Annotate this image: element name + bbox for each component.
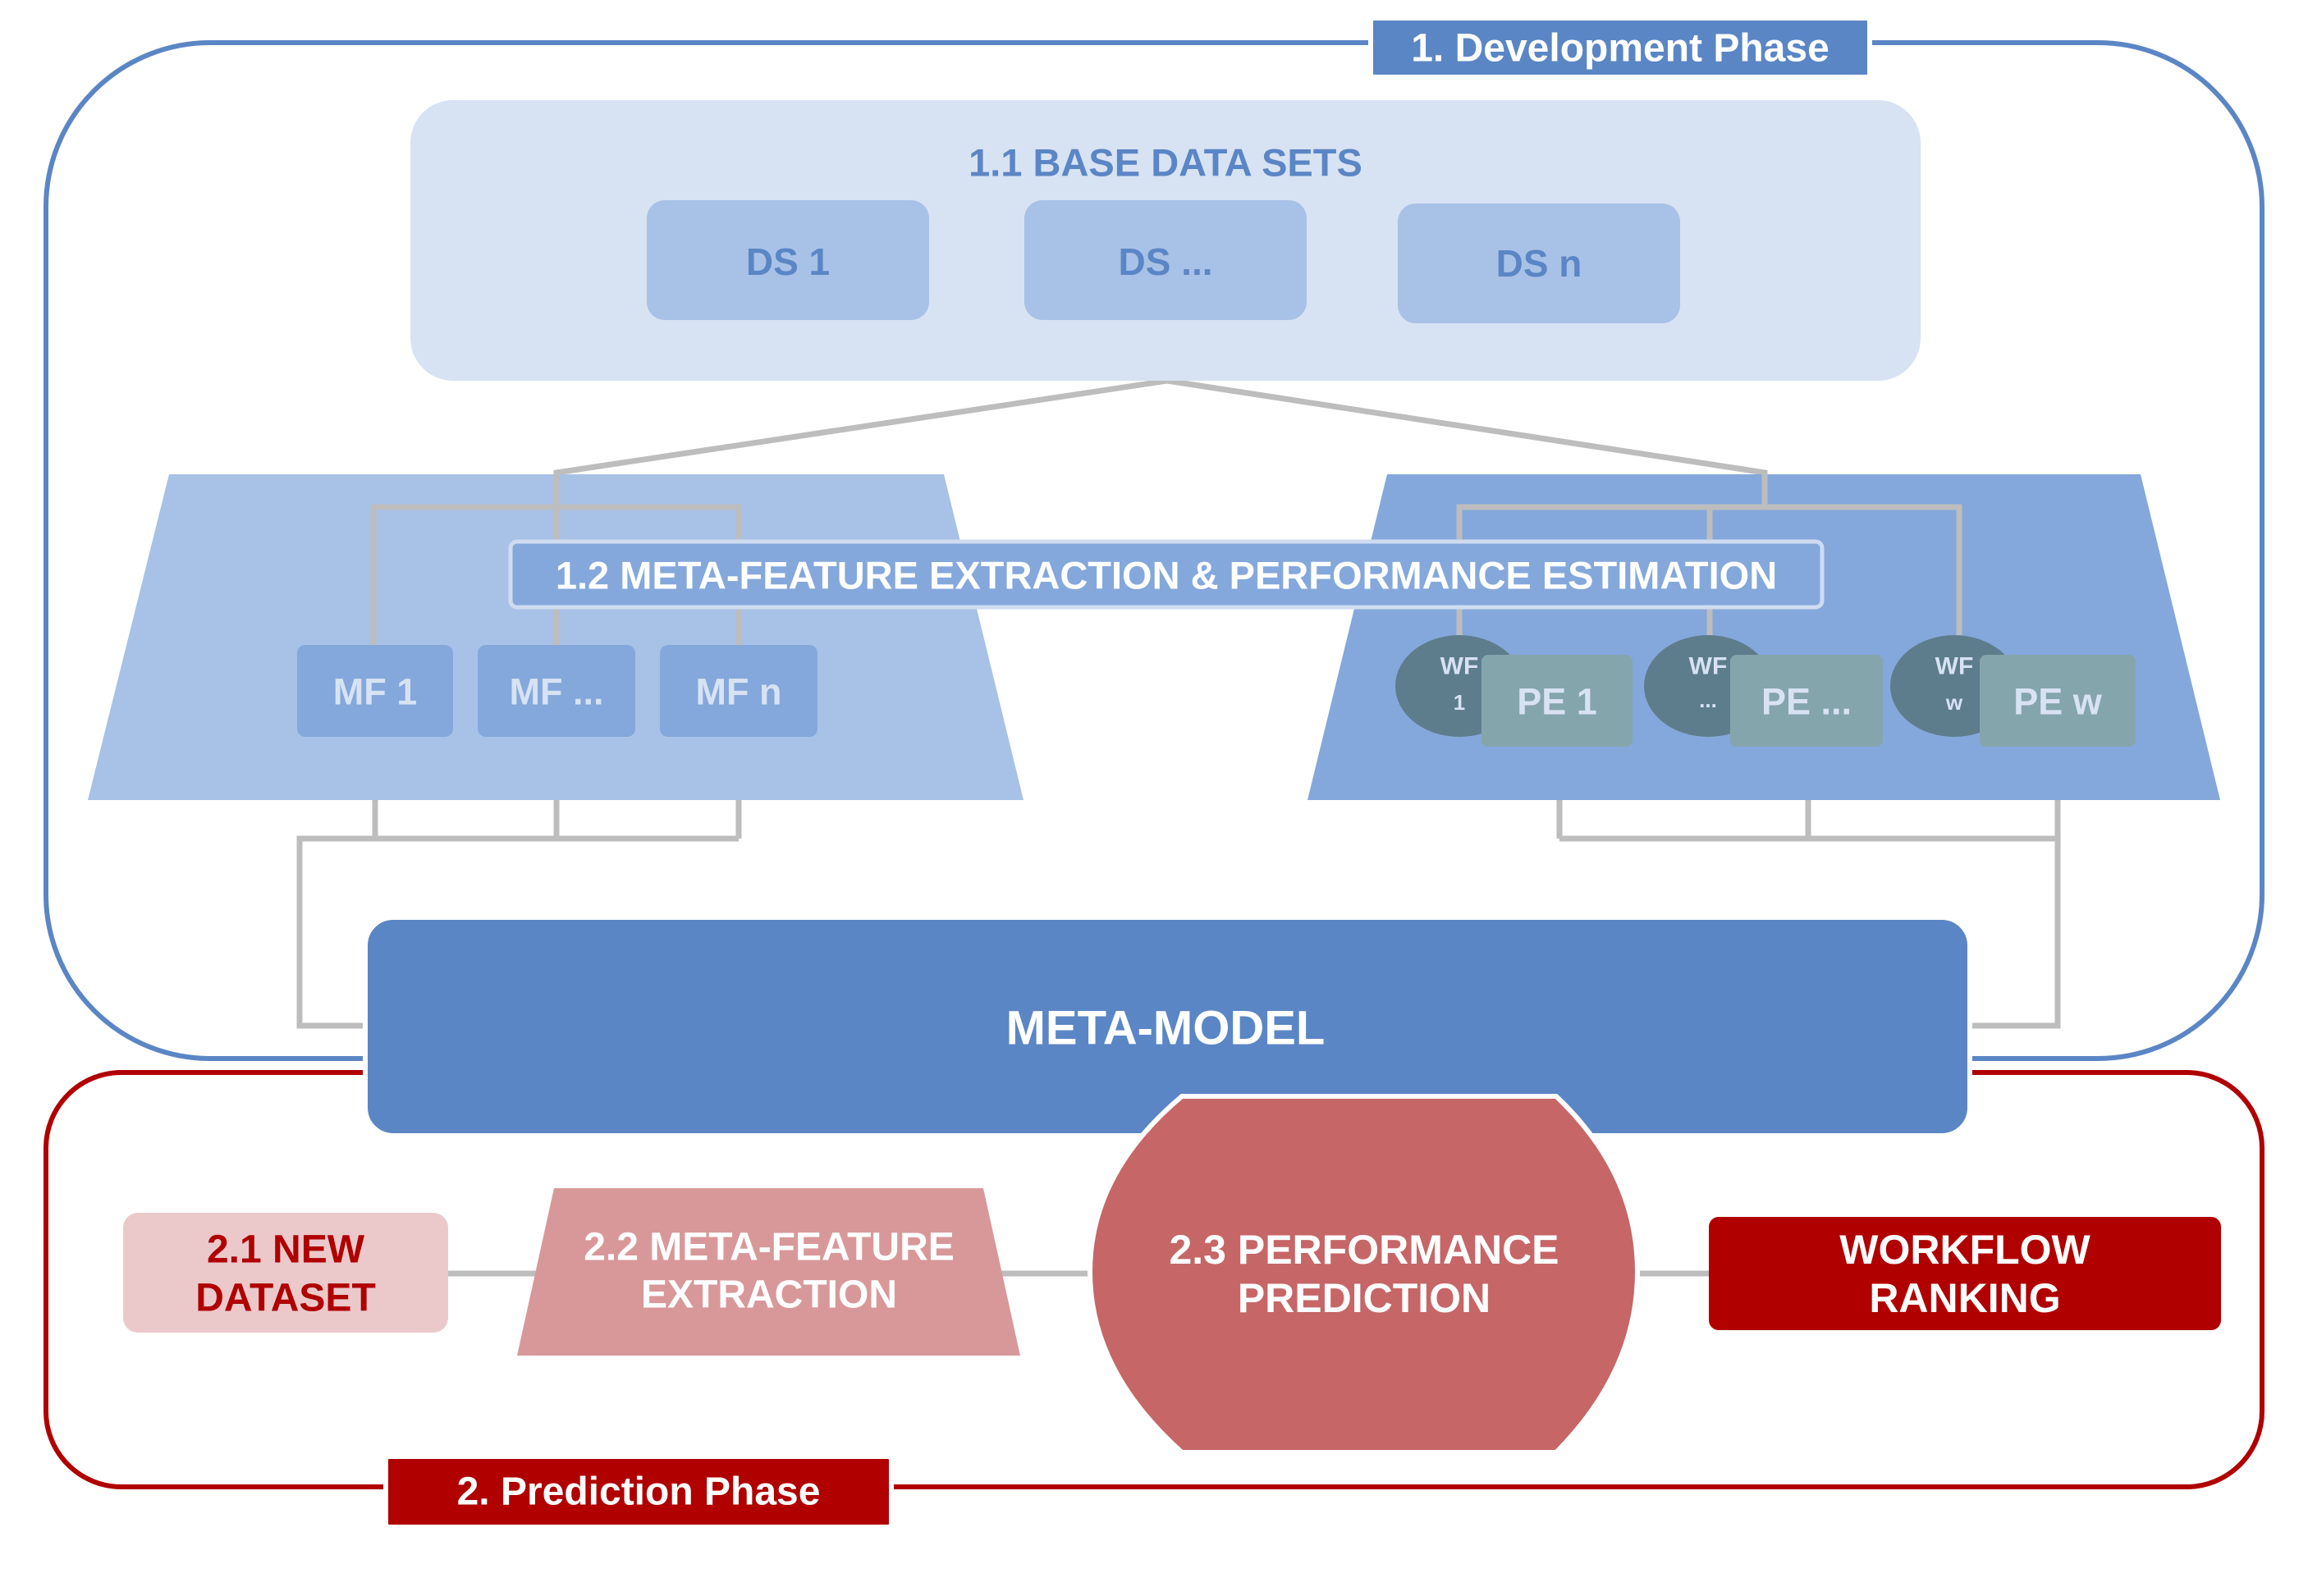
wf-label-w-top: WF	[1935, 653, 1974, 680]
ds-box-2	[1024, 200, 1307, 320]
pe-label-2: PE ...	[1761, 681, 1852, 723]
extraction-title: 1.2 META-FEATURE EXTRACTION & PERFORMANC…	[556, 554, 1777, 597]
mf-box-1	[297, 645, 453, 737]
prediction-phase-label: 2. Prediction Phase	[457, 1470, 821, 1514]
pe-box-2	[1730, 655, 1883, 747]
base-data-sets-title: 1.1 BASE DATA SETS	[969, 141, 1362, 185]
ds-label-n: DS n	[1496, 242, 1582, 285]
meta-feature-extraction-trapezoid	[517, 1188, 1020, 1356]
ds-label-2: DS ...	[1118, 240, 1212, 283]
mf-label-2: MF ...	[510, 671, 604, 713]
new-dataset-line2: DATASET	[195, 1277, 376, 1320]
extraction-title-banner	[508, 539, 1825, 610]
ds-box-1	[647, 200, 929, 320]
mf-label-1: MF 1	[333, 671, 418, 713]
new-dataset-box	[123, 1213, 448, 1333]
development-phase-label-box	[1368, 16, 1872, 80]
new-dataset-line1: 2.1 NEW	[207, 1228, 365, 1272]
ds-box-n	[1398, 204, 1680, 323]
wf-label-1-top: WF	[1440, 653, 1479, 680]
workflow-ranking-line2: RANKING	[1869, 1275, 2060, 1321]
mf-label-n: MF n	[696, 671, 782, 713]
ds-label-1: DS 1	[746, 240, 830, 283]
mf-box-n	[660, 645, 817, 737]
workflow-ranking-line1: WORKFLOW	[1839, 1227, 2090, 1273]
connector-left-to-metamodel	[296, 835, 739, 1029]
pe-box-1	[1481, 655, 1633, 747]
perf-prediction-line2: PREDICTION	[1238, 1275, 1491, 1321]
prediction-phase-label-box	[383, 1454, 894, 1530]
development-phase-label: 1. Development Phase	[1411, 27, 1829, 71]
mf-box-2	[478, 645, 635, 737]
wf-label-2-bottom: ...	[1699, 688, 1717, 712]
pe-box-w	[1980, 655, 2136, 747]
meta-model-label: META-MODEL	[1006, 1002, 1326, 1055]
pe-label-1: PE 1	[1517, 681, 1597, 723]
connector-right-to-metamodel	[1559, 835, 2061, 1029]
perf-prediction-line1: 2.3 PERFORMANCE	[1169, 1227, 1559, 1273]
mf-extraction-line2: EXTRACTION	[641, 1274, 897, 1317]
workflow-ranking-box	[1709, 1217, 2221, 1330]
performance-prediction-shape	[1087, 1094, 1641, 1455]
wf-label-2-top: WF	[1689, 653, 1728, 680]
wf-label-1-bottom: 1	[1454, 690, 1465, 715]
pe-label-w: PE w	[2013, 681, 2103, 723]
mf-extraction-line1: 2.2 META-FEATURE	[584, 1226, 955, 1269]
wf-label-w-bottom: w	[1945, 690, 1963, 715]
